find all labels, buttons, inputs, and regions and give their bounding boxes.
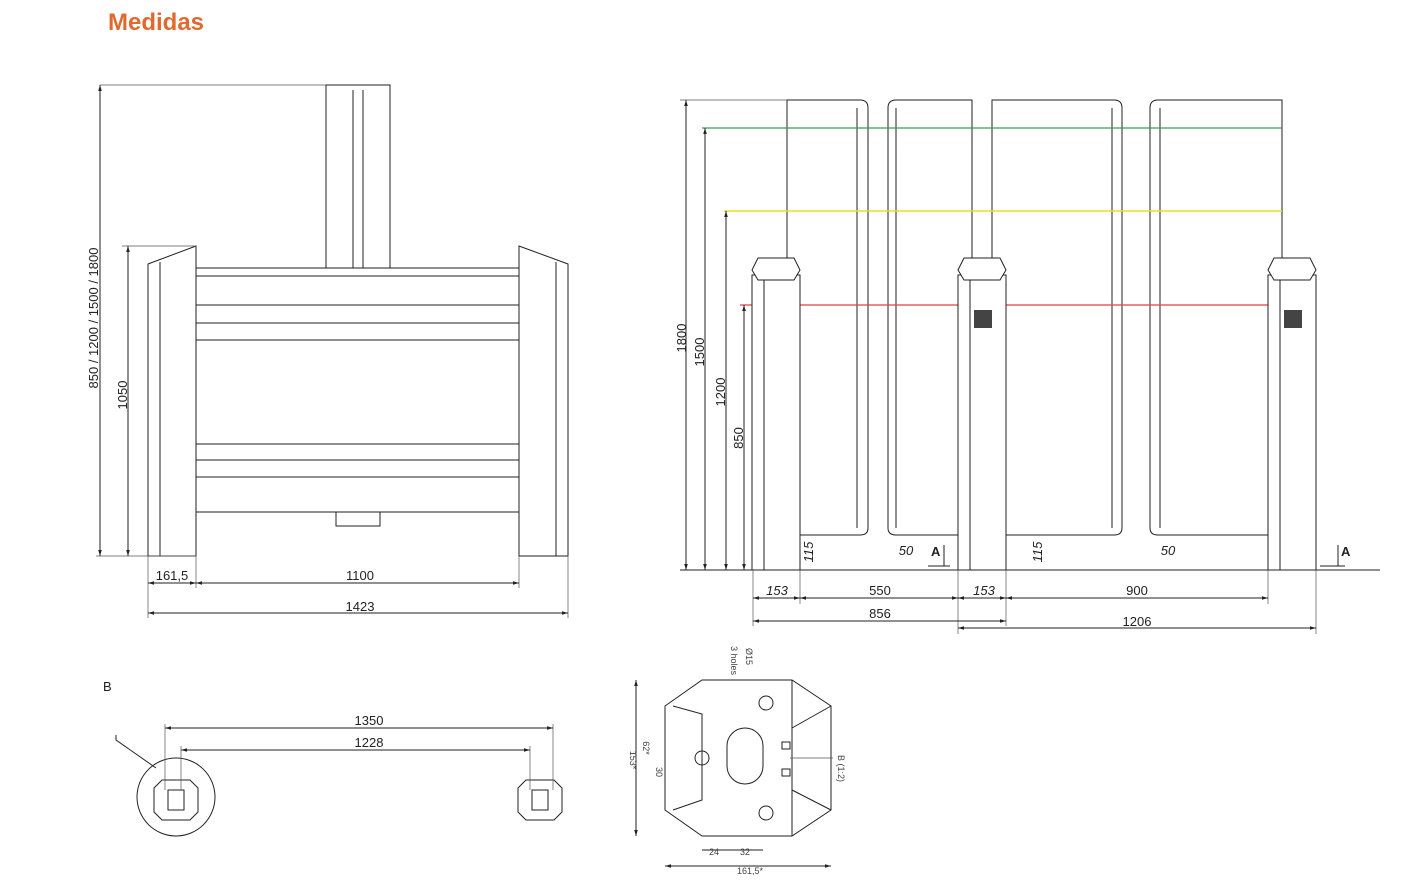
- detail-width-label: 161,5*: [737, 866, 764, 876]
- post-153-label: 153: [766, 583, 788, 598]
- detail-32-label: 32: [740, 847, 750, 857]
- base-115-right: 115: [1030, 541, 1045, 562]
- detail-b-label: B: [103, 679, 112, 694]
- span-856-label: 856: [869, 606, 891, 621]
- detail-62-label: 62*: [641, 741, 651, 755]
- plan-view: B 1350 1228: [103, 679, 563, 837]
- front-view: 850 / 1200 / 1500 / 1800 1050 161,5 1100…: [86, 84, 569, 618]
- section-a-marker-right: A: [1341, 544, 1351, 559]
- passage-label: 1100: [346, 568, 374, 583]
- total-width-label: 1423: [346, 599, 375, 614]
- base-115-left: 115: [801, 541, 816, 562]
- page-title: Medidas: [108, 9, 205, 36]
- detail-b: 153* 62* 30 Ø15 3 holes B (1:2) 24 32 16…: [628, 646, 846, 876]
- gap-50-left: 50: [899, 543, 914, 558]
- height-1800-label: 1800: [674, 324, 689, 353]
- cabinet-body: [195, 267, 520, 513]
- detail-circle: [136, 757, 216, 837]
- left-post: [147, 245, 197, 557]
- height-1500-label: 1500: [692, 338, 707, 367]
- lane-900-label: 900: [1126, 583, 1148, 598]
- posts: [751, 257, 1317, 571]
- post-width-label: 161,5: [156, 568, 189, 583]
- section-a-marker-left: A: [931, 544, 941, 559]
- span-1206-label: 1206: [1123, 614, 1152, 629]
- right-post: [518, 245, 569, 557]
- lane-550-label: 550: [869, 583, 891, 598]
- height-1200-label: 1200: [713, 378, 728, 407]
- detail-30-label: 30: [654, 767, 664, 777]
- plan-1350-label: 1350: [355, 713, 384, 728]
- glass-panels: [786, 99, 1283, 536]
- gap-50-right: 50: [1161, 543, 1176, 558]
- post-153-label-2: 153: [973, 583, 995, 598]
- detail-scale-label: B (1:2): [836, 755, 846, 782]
- glass-panel: [325, 84, 391, 269]
- side-view: 1800 1500 1200 850 115 115 50 50 A A 153…: [674, 99, 1380, 634]
- height-options-label: 850 / 1200 / 1500 / 1800: [86, 248, 101, 389]
- holes-count-label: 3 holes: [729, 646, 739, 676]
- holes-diameter-label: Ø15: [744, 648, 754, 665]
- detail-24-label: 24: [709, 847, 719, 857]
- plan-1228-label: 1228: [355, 735, 384, 750]
- detail-depth-label: 153*: [628, 751, 638, 770]
- post-height-label: 1050: [115, 381, 130, 410]
- height-850-label: 850: [731, 427, 746, 449]
